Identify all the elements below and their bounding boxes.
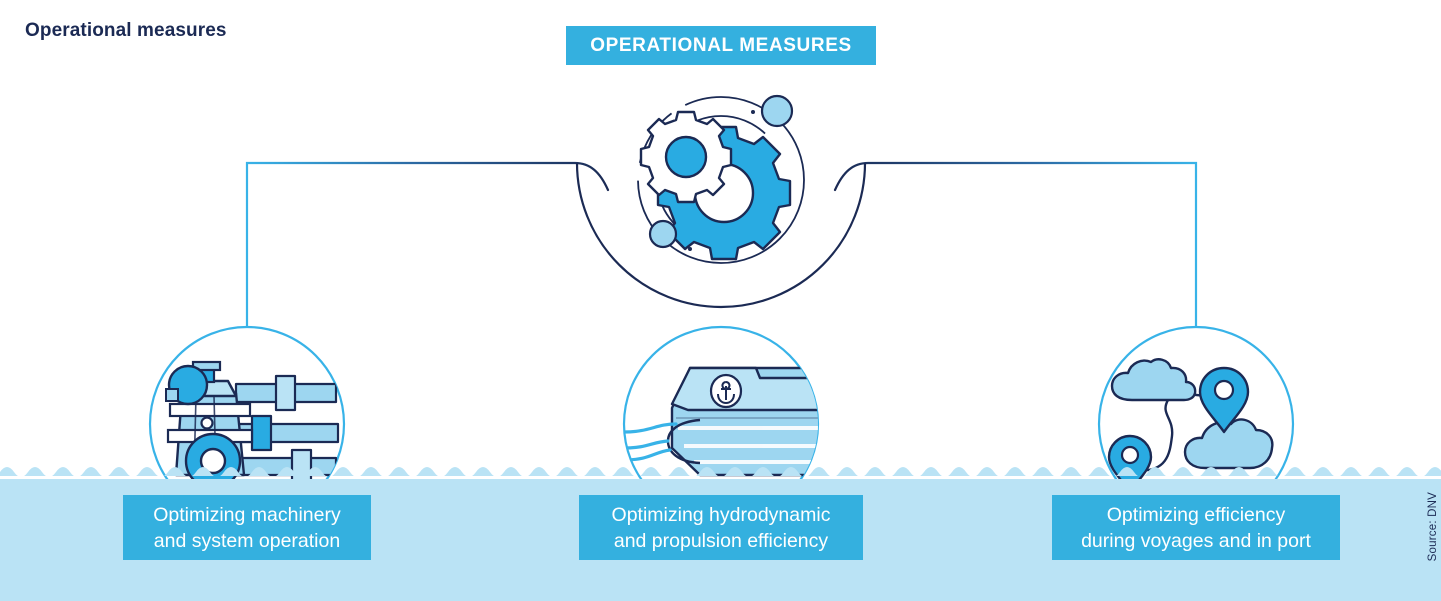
center-arc	[575, 162, 867, 309]
source-credit: Source: DNV	[1427, 492, 1439, 562]
map-pin-upper	[1198, 366, 1250, 434]
caption-hydrodynamic: Optimizing hydrodynamic and propulsion e…	[579, 495, 863, 560]
caption-voyage: Optimizing efficiency during voyages and…	[1052, 495, 1340, 560]
caption-line: during voyages and in port	[1081, 529, 1311, 552]
caption-line: and propulsion efficiency	[613, 529, 829, 552]
ship-hull-icon	[624, 366, 818, 477]
caption-line: Optimizing machinery	[153, 503, 341, 526]
orbit-dot-lower	[648, 219, 678, 249]
connector-lines	[245, 161, 1198, 329]
orbit-dot-upper	[760, 94, 794, 128]
caption-line: Optimizing hydrodynamic	[611, 503, 831, 526]
caption-machinery: Optimizing machinery and system operatio…	[123, 495, 371, 560]
header-banner: OPERATIONAL MEASURES	[566, 26, 876, 65]
header-banner-label: OPERATIONAL MEASURES	[590, 34, 852, 56]
caption-line: and system operation	[153, 529, 341, 552]
caption-line: Optimizing efficiency	[1106, 503, 1286, 526]
route-map-pins-icon	[1107, 358, 1274, 494]
gears-icon	[637, 94, 805, 264]
page-title: Operational measures	[25, 20, 227, 41]
